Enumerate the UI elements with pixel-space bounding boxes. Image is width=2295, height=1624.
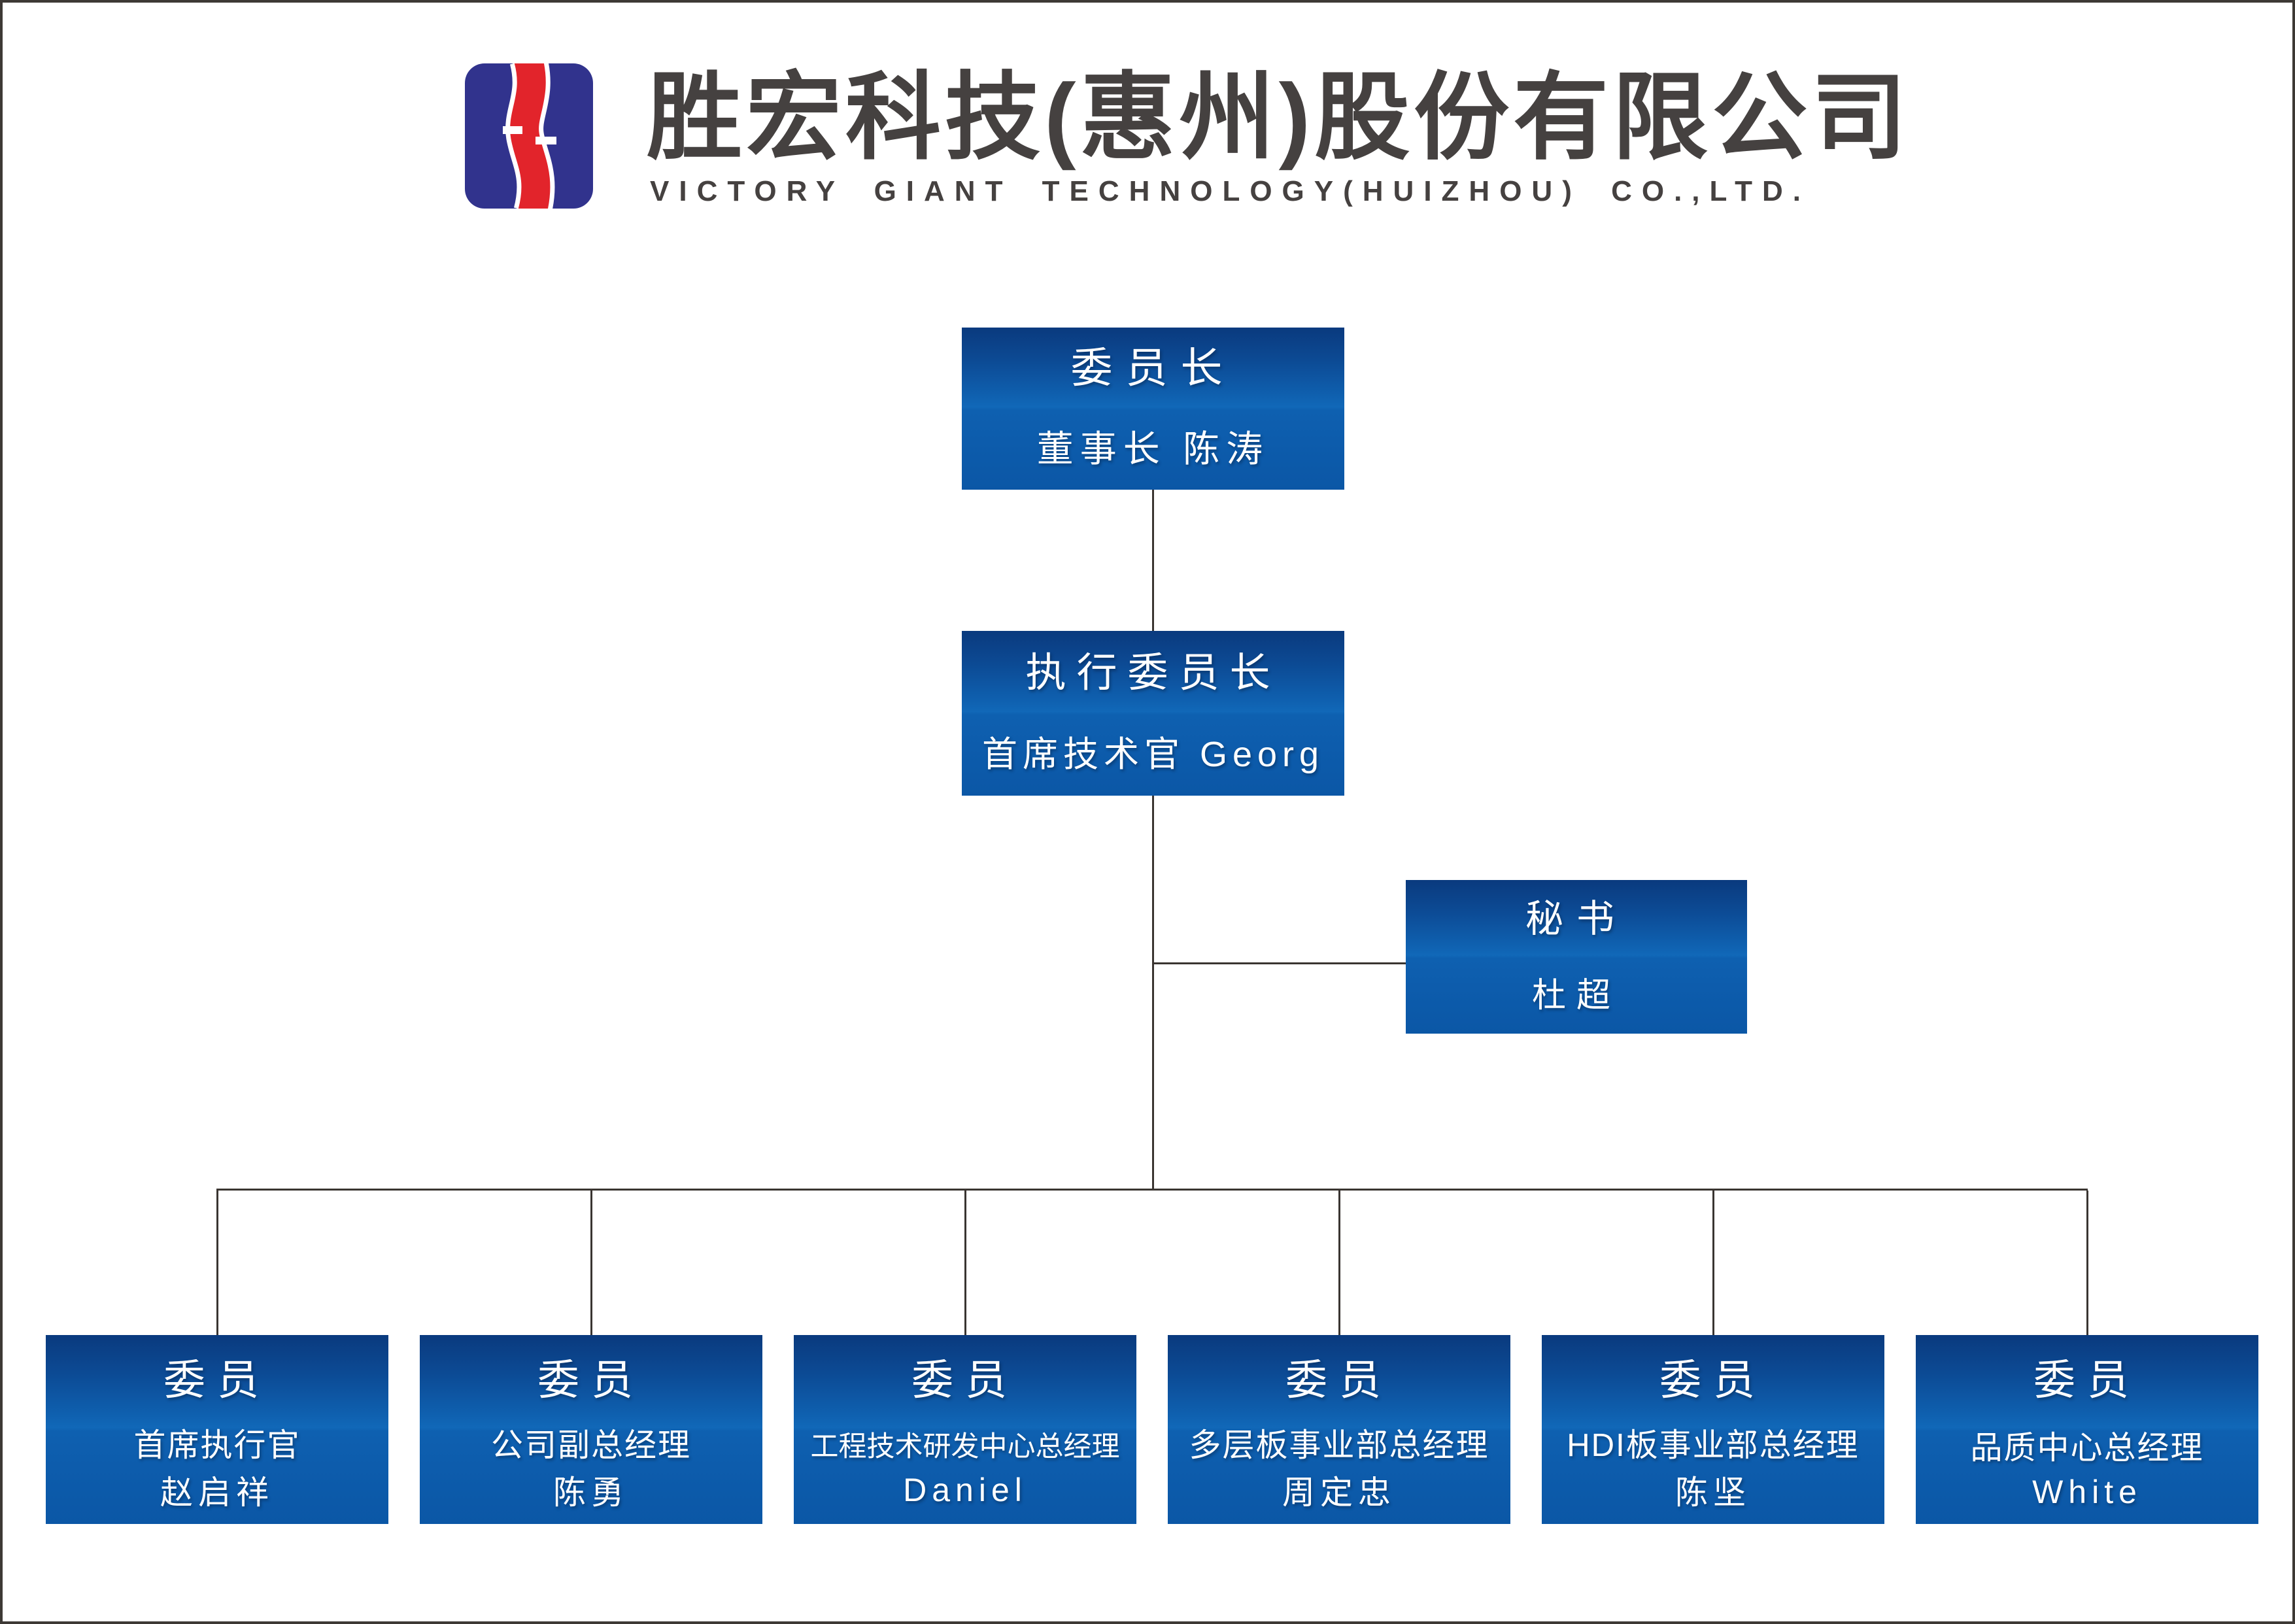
connector-secretary — [1152, 962, 1406, 964]
chairman-title: 委员长 — [1070, 345, 1236, 392]
connector-drop-3 — [964, 1191, 966, 1335]
member-role: 多层板事业部总经理 — [1189, 1427, 1489, 1463]
member-role: 品质中心总经理 — [1970, 1430, 2204, 1466]
member-role: 首席执行官 — [133, 1427, 301, 1463]
member-role: 公司副总经理 — [490, 1427, 691, 1463]
member-name: 陈坚 — [1675, 1474, 1751, 1512]
member-name: Daniel — [903, 1471, 1027, 1508]
member-title: 委员 — [1285, 1356, 1393, 1404]
org-node-member-1: 委员 首席执行官 赵启祥 — [46, 1335, 388, 1524]
connector-distribution — [216, 1189, 2088, 1191]
member-title: 委员 — [2033, 1356, 2141, 1404]
connector-drop-2 — [590, 1191, 592, 1335]
member-role: 工程技术研发中心总经理 — [810, 1431, 1120, 1463]
member-name: 陈勇 — [553, 1474, 629, 1512]
connector-drop-5 — [1712, 1191, 1714, 1335]
secretary-person: 杜超 — [1531, 977, 1621, 1015]
executive-chairman-title: 执行委员长 — [1025, 650, 1281, 696]
org-node-member-5: 委员 HDI板事业部总经理 陈坚 — [1542, 1335, 1884, 1524]
connector-drop-1 — [216, 1191, 218, 1335]
org-node-secretary: 秘书 杜超 — [1406, 880, 1747, 1034]
chairman-person: 董事长 陈涛 — [1036, 428, 1270, 469]
company-name-chinese: 胜宏科技(惠州)股份有限公司 — [647, 64, 1911, 171]
member-name: 周定忠 — [1282, 1474, 1396, 1512]
member-title: 委员 — [537, 1356, 645, 1404]
secretary-title: 秘书 — [1525, 898, 1627, 941]
org-node-member-2: 委员 公司副总经理 陈勇 — [420, 1335, 762, 1524]
org-node-member-6: 委员 品质中心总经理 White — [1916, 1335, 2258, 1524]
member-title: 委员 — [911, 1356, 1019, 1404]
connector-drop-6 — [2086, 1191, 2088, 1335]
member-title: 委员 — [163, 1356, 271, 1404]
member-name: White — [2032, 1473, 2142, 1510]
member-title: 委员 — [1659, 1356, 1767, 1404]
org-node-member-4: 委员 多层板事业部总经理 周定忠 — [1168, 1335, 1510, 1524]
org-node-member-3: 委员 工程技术研发中心总经理 Daniel — [794, 1335, 1136, 1524]
org-node-executive-chairman: 执行委员长 首席技术官 Georg — [962, 631, 1344, 796]
member-name: 赵启祥 — [160, 1474, 274, 1512]
org-node-chairman: 委员长 董事长 陈涛 — [962, 328, 1344, 490]
connector-trunk — [1152, 796, 1154, 1190]
executive-chairman-person: 首席技术官 Georg — [981, 735, 1325, 775]
member-role: HDI板事业部总经理 — [1567, 1427, 1860, 1463]
connector-chairman-executive — [1152, 490, 1154, 631]
connector-drop-4 — [1338, 1191, 1340, 1335]
victory-giant-logo-icon — [465, 54, 593, 218]
company-name-english: VICTORY GIANT TECHNOLOGY(HUIZHOU) CO.,LT… — [650, 175, 1811, 207]
